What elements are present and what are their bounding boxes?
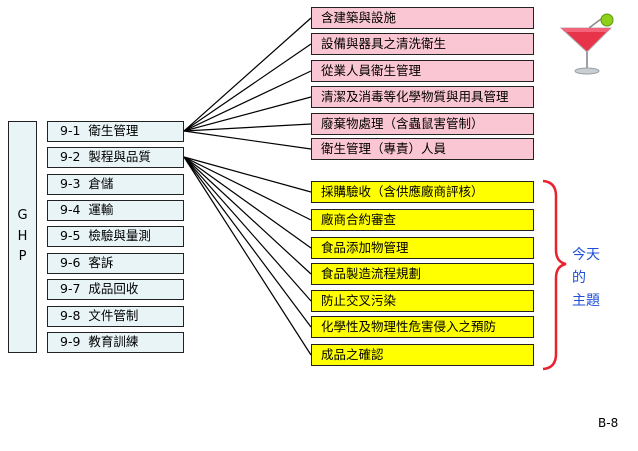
today-line: 今天的 bbox=[572, 247, 600, 286]
item-label: 成品回收 bbox=[88, 281, 139, 297]
item-recall: 9-7 成品回收 bbox=[47, 279, 184, 300]
process-topic-box: 化學性及物理性危害侵入之預防 bbox=[311, 316, 534, 338]
item-complaints: 9-6 客訴 bbox=[47, 253, 184, 274]
hygiene-topic-box: 廢棄物處理（含蟲鼠害管制） bbox=[311, 113, 534, 135]
process-topic-box: 採購驗收（含供應廠商評核） bbox=[311, 181, 534, 203]
item-number: 9-9 bbox=[60, 334, 81, 350]
item-label: 文件管制 bbox=[88, 308, 139, 324]
today-line: 主題 bbox=[572, 293, 600, 309]
item-label: 運輸 bbox=[88, 202, 114, 218]
hygiene-topic-box: 從業人員衛生管理 bbox=[311, 60, 534, 82]
today-topic-label: 今天的 主題 bbox=[572, 244, 612, 313]
hygiene-topic-box: 設備與器具之清洗衛生 bbox=[311, 33, 534, 55]
page-number: B-8 bbox=[598, 416, 619, 430]
topic-brace bbox=[542, 179, 567, 371]
ghp-letter: G bbox=[17, 207, 28, 223]
item-transport: 9-4 運輸 bbox=[47, 200, 184, 221]
item-label: 客訴 bbox=[88, 255, 114, 271]
ghp-letter: H bbox=[17, 228, 28, 244]
item-process-quality: 9-2 製程與品質 bbox=[47, 147, 184, 168]
item-number: 9-4 bbox=[60, 202, 81, 218]
item-hygiene-management: 9-1 衛生管理 bbox=[47, 121, 184, 142]
item-number: 9-6 bbox=[60, 255, 81, 271]
item-label: 製程與品質 bbox=[88, 149, 151, 165]
ghp-letter: P bbox=[18, 249, 27, 265]
ghp-label-box: G H P bbox=[8, 121, 37, 353]
hygiene-topic-box: 含建築與設施 bbox=[311, 7, 534, 29]
hygiene-connectors bbox=[183, 17, 312, 150]
item-document-control: 9-8 文件管制 bbox=[47, 306, 184, 327]
process-topic-box: 食品製造流程規劃 bbox=[311, 263, 534, 285]
process-topic-box: 防止交叉污染 bbox=[311, 290, 534, 312]
process-topic-box: 成品之確認 bbox=[311, 344, 534, 366]
process-connectors bbox=[183, 156, 312, 356]
item-label: 倉儲 bbox=[88, 176, 114, 192]
process-topic-box: 廠商合約審查 bbox=[311, 209, 534, 231]
item-number: 9-5 bbox=[60, 228, 81, 244]
item-label: 衛生管理 bbox=[88, 123, 139, 139]
hygiene-topic-box: 衛生管理（專責）人員 bbox=[311, 138, 534, 160]
item-inspection: 9-5 檢驗與量測 bbox=[47, 226, 184, 247]
item-storage: 9-3 倉儲 bbox=[47, 174, 184, 195]
item-label: 教育訓練 bbox=[88, 334, 139, 350]
hygiene-topic-box: 清潔及消毒等化學物質與用具管理 bbox=[311, 86, 534, 108]
item-number: 9-1 bbox=[60, 123, 81, 139]
item-number: 9-2 bbox=[60, 149, 81, 165]
item-number: 9-7 bbox=[60, 281, 81, 297]
cocktail-glass-icon bbox=[555, 10, 615, 80]
item-number: 9-3 bbox=[60, 176, 81, 192]
process-topic-box: 食品添加物管理 bbox=[311, 237, 534, 259]
item-label: 檢驗與量測 bbox=[88, 228, 151, 244]
item-training: 9-9 教育訓練 bbox=[47, 332, 184, 353]
item-number: 9-8 bbox=[60, 308, 81, 324]
